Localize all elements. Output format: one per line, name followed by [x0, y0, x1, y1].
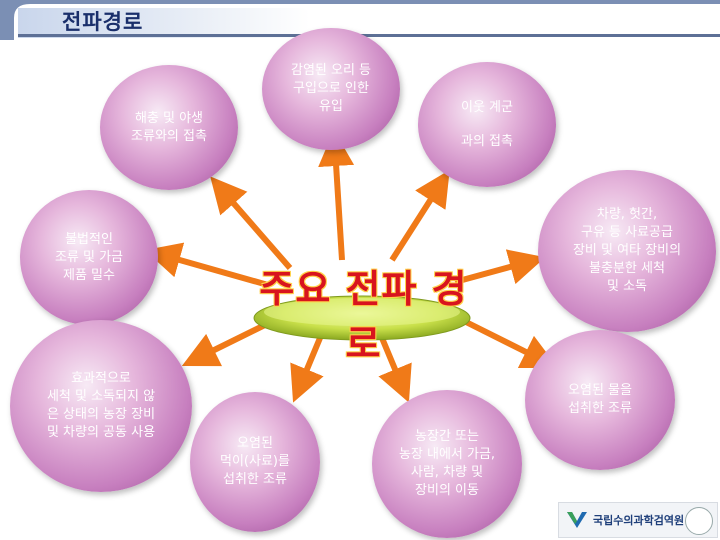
node-line: 과의 접촉 — [461, 133, 513, 149]
node-line: 유입 — [319, 99, 343, 114]
node-shared-equipment: 효과적으로 세척 및 소독되지 않 은 상태의 농장 장비 및 차량의 공동 사… — [10, 320, 192, 492]
node-neighbor-flock: 이웃 계군 과의 접촉 — [418, 62, 556, 187]
node-line: 장비 및 여타 장비의 — [572, 243, 682, 258]
center-title: 주요 전파 경로 — [259, 267, 468, 366]
node-line: 농장 내에서 가금, — [398, 447, 496, 462]
node-line: 오염된 물을 — [568, 383, 632, 398]
arrow-to-contaminated-water — [456, 315, 559, 369]
node-line: 농장간 또는 — [415, 429, 479, 444]
institute-name: 국립수의과학검역원 — [593, 514, 685, 527]
node-line: 불법적인 — [65, 231, 113, 247]
node-line: 조류 및 가금 — [54, 249, 124, 265]
node-line: 불충분한 세척 — [589, 261, 665, 276]
node-line: 은 상태의 농장 장비 — [46, 407, 156, 422]
node-line: 이웃 계군 — [461, 99, 513, 115]
institute-logo: 국립수의과학검역원 — [558, 502, 718, 538]
node-line: 및 차량의 공동 사용 — [46, 425, 156, 440]
arrow-to-neighbor-flock — [389, 169, 450, 262]
node-line: 구유 등 사료공급 — [580, 225, 673, 240]
node-illegal-products: 불법적인 조류 및 가금 제품 밀수 — [20, 190, 158, 325]
header-ribbon — [0, 0, 720, 40]
header-bar: 전파경로 — [0, 0, 720, 40]
node-line: 세척 및 소독되지 않 — [46, 389, 156, 404]
node-line: 차량, 헛간, — [596, 207, 658, 222]
arrow-to-farm-movement — [378, 336, 412, 403]
node-line: 제품 밀수 — [63, 267, 115, 283]
institute-emblem-icon — [567, 512, 587, 528]
node-contaminated-feed: 오염된 먹이(사료)를 섭취한 조류 — [190, 392, 320, 532]
node-line: 사람, 차량 및 — [410, 465, 484, 480]
node-farm-movement: 농장간 또는 농장 내에서 가금, 사람, 차량 및 장비의 이동 — [372, 390, 522, 538]
node-wild-birds: 해충 및 야생 조류와의 접촉 — [100, 65, 238, 190]
node-line: 해충 및 야생 — [134, 110, 204, 126]
node-line: 섭취한 조류 — [568, 401, 632, 416]
node-contaminated-water: 오염된 물을 섭취한 조류 — [525, 330, 675, 470]
arrow-to-contaminated-feed — [290, 336, 324, 403]
arrow-to-illegal-products — [144, 242, 269, 288]
node-line: 조류와의 접촉 — [131, 128, 207, 144]
node-infected-ducks: 감염된 오리 등 구입으로 인한 유입 — [262, 28, 400, 150]
node-line: 오염된 — [237, 436, 273, 451]
badge-icon — [685, 507, 713, 535]
node-line: 및 소독 — [606, 279, 647, 294]
node-vehicles: 차량, 헛간, 구유 등 사료공급 장비 및 여타 장비의 불충분한 세척 및 … — [538, 170, 716, 332]
node-line: 먹이(사료)를 — [220, 454, 290, 469]
node-line: 장비의 이동 — [415, 483, 479, 498]
page-title: 전파경로 — [62, 10, 144, 34]
node-line: 구입으로 인한 — [293, 81, 369, 96]
node-line: 효과적으로 — [71, 371, 131, 386]
arrow-to-infected-ducks — [318, 130, 355, 261]
arrow-to-wild-birds — [210, 176, 293, 270]
node-line: 감염된 오리 등 — [290, 63, 372, 78]
arrow-to-vehicles — [454, 249, 546, 285]
node-line: 섭취한 조류 — [223, 472, 287, 487]
